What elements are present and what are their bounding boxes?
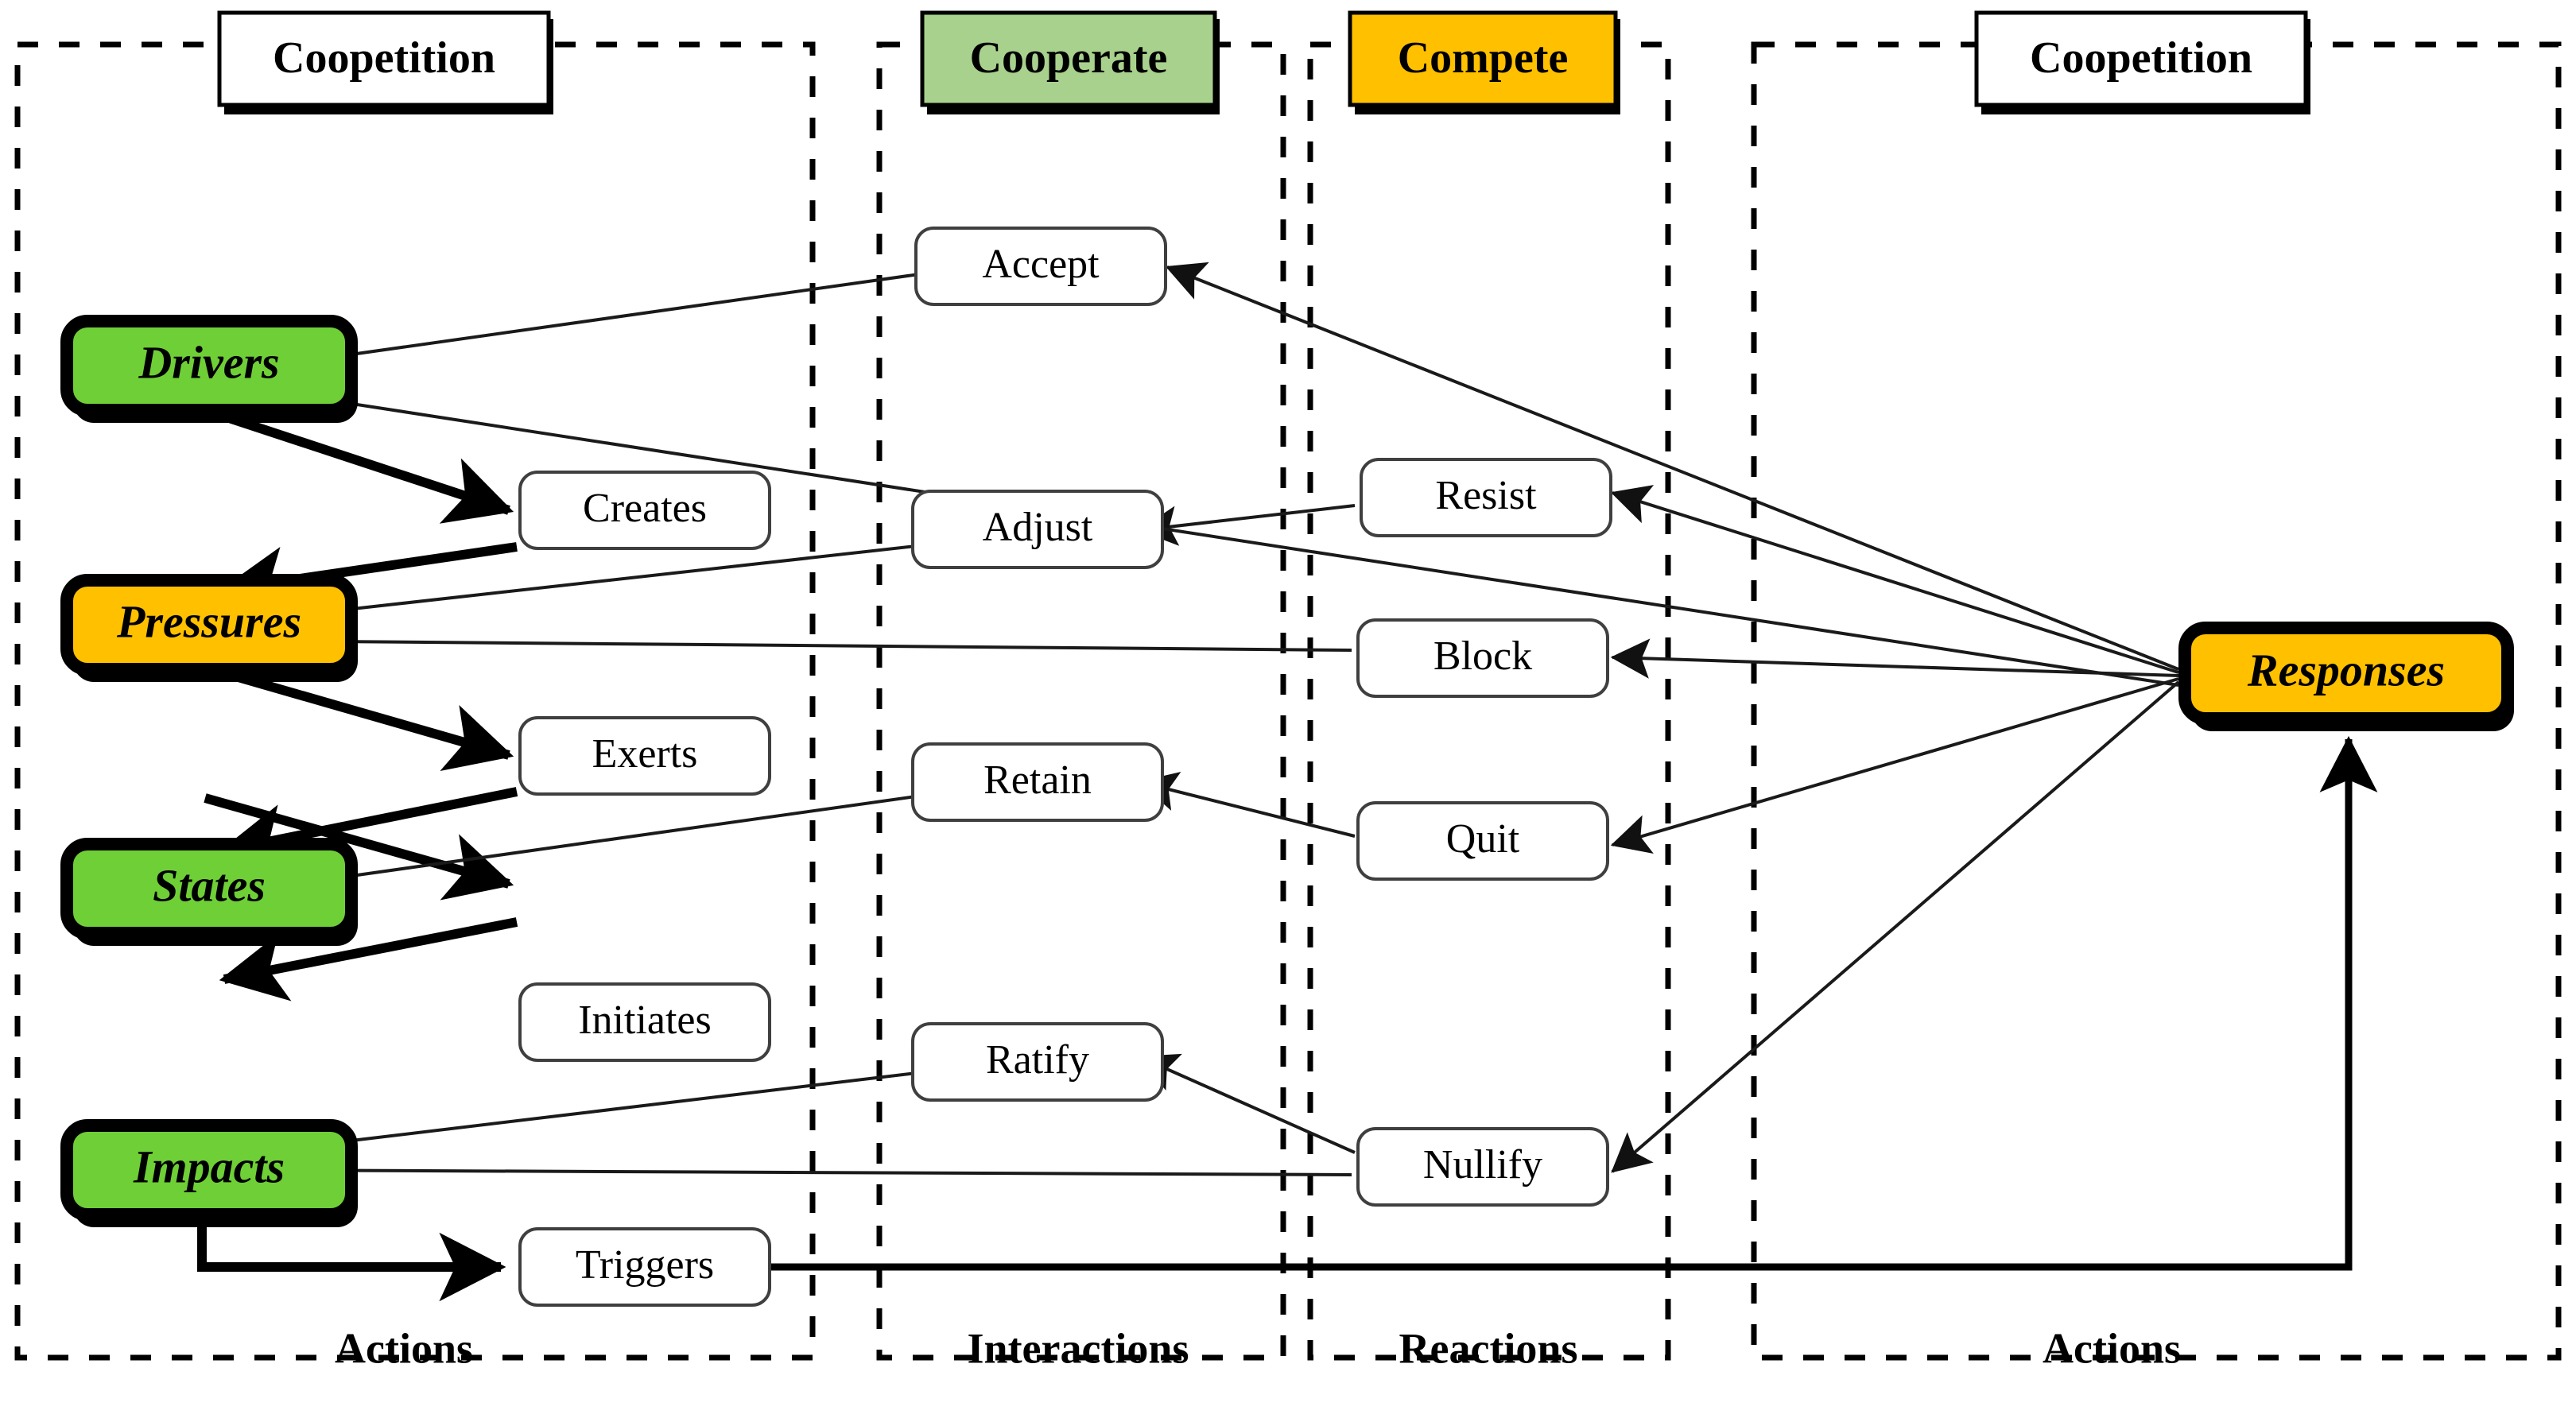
coopetition-right-label: Coopetition bbox=[2030, 33, 2252, 83]
interaction-rect-retain[interactable] bbox=[911, 742, 1164, 822]
action-label-creates: Creates bbox=[583, 486, 707, 531]
action-label-exerts: Exerts bbox=[592, 731, 698, 777]
header-box-compete[interactable]: Compete bbox=[1348, 10, 1620, 114]
action-rect-initiates[interactable] bbox=[518, 982, 771, 1062]
entity-node-pressures[interactable]: Pressures bbox=[60, 574, 358, 682]
zone-interactions bbox=[876, 41, 1286, 1361]
zone-caption-actions-left: Actions bbox=[335, 1324, 473, 1372]
reaction-label-block: Block bbox=[1433, 633, 1532, 679]
zone-caption-actions-right: Actions bbox=[2043, 1324, 2181, 1372]
interaction-rect-accept[interactable] bbox=[914, 227, 1167, 306]
coopetition-right-rect[interactable] bbox=[1974, 10, 2308, 107]
interaction-label-ratify: Ratify bbox=[986, 1037, 1089, 1083]
interaction-label-accept: Accept bbox=[982, 242, 1100, 287]
zone-caption-interactions: Interactions bbox=[968, 1324, 1189, 1372]
pressures-rect[interactable] bbox=[60, 574, 358, 676]
action-rect-creates[interactable] bbox=[518, 471, 771, 550]
reaction-label-nullify: Nullify bbox=[1423, 1142, 1542, 1187]
reaction-box-resist[interactable]: Resist bbox=[1360, 458, 1612, 537]
zone-borders bbox=[14, 41, 2562, 1361]
reaction-rect-nullify[interactable] bbox=[1356, 1127, 1609, 1207]
zone-actions-left bbox=[14, 41, 816, 1361]
cooperate-rect[interactable] bbox=[920, 10, 1217, 107]
drivers-label: Drivers bbox=[138, 336, 279, 388]
reaction-label-resist: Resist bbox=[1435, 473, 1537, 518]
link-block-to-pressures bbox=[236, 621, 1352, 661]
compete-rect[interactable] bbox=[1348, 10, 1618, 107]
action-box-creates[interactable]: Creates bbox=[518, 471, 771, 550]
interaction-rect-adjust[interactable] bbox=[911, 490, 1164, 569]
interaction-box-retain[interactable]: Retain bbox=[911, 742, 1164, 822]
responses-rect[interactable] bbox=[2178, 622, 2514, 725]
states-rect[interactable] bbox=[60, 838, 358, 940]
responses-label: Responses bbox=[2247, 644, 2445, 695]
action-box-exerts[interactable]: Exerts bbox=[518, 716, 771, 796]
states-label: States bbox=[153, 859, 266, 911]
zone-actions-right bbox=[1751, 41, 2562, 1361]
link-responses-to-resist bbox=[1610, 485, 2179, 674]
link-triggers-to-responses bbox=[654, 735, 2378, 1271]
left-chain-connectors bbox=[197, 405, 518, 1302]
zone-captions: Actions Interactions Reactions Actions bbox=[335, 1324, 2181, 1372]
header-box-coopetition-right[interactable]: Coopetition bbox=[1974, 10, 2310, 114]
reaction-box-nullify[interactable]: Nullify bbox=[1356, 1127, 1609, 1207]
header-box-cooperate[interactable]: Cooperate bbox=[920, 10, 1220, 114]
reaction-boxes: Resist Block Quit Nullify bbox=[1356, 458, 1612, 1207]
impacts-label: Impacts bbox=[133, 1141, 285, 1192]
reaction-label-quit: Quit bbox=[1446, 816, 1520, 862]
interaction-label-retain: Retain bbox=[983, 757, 1092, 803]
link-pressures-to-exerts bbox=[204, 663, 514, 772]
link-quit-to-retain bbox=[1138, 771, 1356, 838]
interaction-box-ratify[interactable]: Ratify bbox=[911, 1022, 1164, 1102]
link-nullify-to-impacts bbox=[236, 1150, 1352, 1191]
triggers-feedback-loop bbox=[654, 735, 2378, 1271]
link-responses-to-drivers bbox=[236, 372, 2179, 687]
interaction-box-accept[interactable]: Accept bbox=[914, 227, 1167, 306]
coopetition-left-label: Coopetition bbox=[273, 33, 495, 83]
reaction-rect-block[interactable] bbox=[1356, 618, 1609, 698]
header-box-coopetition-left[interactable]: Coopetition bbox=[217, 10, 553, 114]
interaction-box-adjust[interactable]: Adjust bbox=[911, 490, 1164, 569]
interaction-rect-ratify[interactable] bbox=[911, 1022, 1164, 1102]
entity-node-impacts[interactable]: Impacts bbox=[60, 1119, 358, 1227]
zone-caption-reactions: Reactions bbox=[1399, 1324, 1578, 1372]
reaction-rect-resist[interactable] bbox=[1360, 458, 1612, 537]
compete-label: Compete bbox=[1398, 33, 1569, 83]
link-initiates-to-impacts bbox=[219, 917, 518, 1002]
cooperate-label: Cooperate bbox=[970, 33, 1168, 83]
pressures-label: Pressures bbox=[116, 595, 301, 647]
entity-node-responses[interactable]: Responses bbox=[2178, 622, 2514, 731]
action-box-triggers[interactable]: Triggers bbox=[518, 1227, 771, 1307]
entity-node-states[interactable]: States bbox=[60, 838, 358, 946]
interaction-label-adjust: Adjust bbox=[983, 505, 1093, 550]
link-responses-to-nullify bbox=[1611, 680, 2180, 1173]
reaction-box-block[interactable]: Block bbox=[1356, 618, 1609, 698]
coopetition-left-rect[interactable] bbox=[217, 10, 551, 107]
link-resist-to-adjust bbox=[1138, 504, 1356, 546]
link-drivers-to-creates bbox=[204, 405, 514, 524]
reaction-rect-quit[interactable] bbox=[1356, 801, 1609, 881]
action-label-initiates: Initiates bbox=[578, 998, 712, 1043]
reaction-to-interaction-connectors bbox=[1138, 504, 1356, 1154]
link-nullify-to-ratify bbox=[1138, 1053, 1356, 1154]
action-label-triggers: Triggers bbox=[576, 1242, 714, 1288]
action-boxes: Creates Exerts Initiates Triggers bbox=[518, 471, 771, 1307]
reaction-box-quit[interactable]: Quit bbox=[1356, 801, 1609, 881]
link-responses-to-accept bbox=[1165, 262, 2179, 671]
entity-node-drivers[interactable]: Drivers bbox=[60, 315, 358, 423]
link-responses-to-block bbox=[1610, 638, 2179, 679]
action-box-initiates[interactable]: Initiates bbox=[518, 982, 771, 1062]
impacts-rect[interactable] bbox=[60, 1119, 358, 1221]
header-boxes: Coopetition Cooperate Compete Coopetitio… bbox=[217, 10, 2310, 114]
link-states-to-initiates bbox=[204, 793, 514, 901]
drivers-rect[interactable] bbox=[60, 315, 358, 416]
interaction-boxes: Accept Adjust Retain Ratify bbox=[911, 227, 1167, 1102]
link-responses-to-quit bbox=[1610, 677, 2179, 854]
action-rect-exerts[interactable] bbox=[518, 716, 771, 796]
entity-nodes: Drivers Pressures States Impacts bbox=[60, 315, 2514, 1227]
responses-fan-connectors bbox=[236, 262, 2180, 1173]
action-rect-triggers[interactable] bbox=[518, 1227, 771, 1307]
